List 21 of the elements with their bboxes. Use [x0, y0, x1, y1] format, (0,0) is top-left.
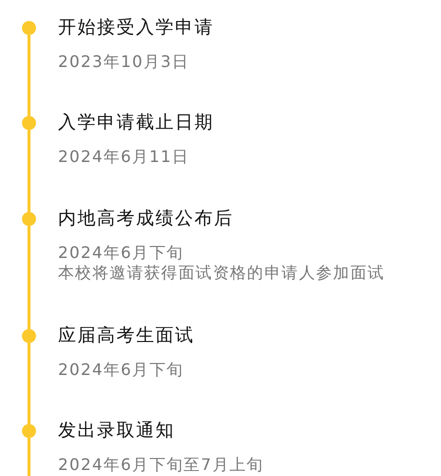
event-date: 2024年6月下旬至7月上旬	[58, 455, 264, 475]
timeline-dot	[22, 424, 36, 438]
event-date: 2024年6月下旬	[58, 360, 184, 380]
event-title: 发出录取通知	[58, 419, 175, 443]
event-title: 应届高考生面试	[58, 324, 194, 348]
event-title: 开始接受入学申请	[58, 16, 214, 40]
event-note: 本校将邀请获得面试资格的申请人参加面试	[58, 263, 385, 283]
event-date: 2023年10月3日	[58, 52, 190, 72]
timeline-dot	[22, 329, 36, 343]
timeline-line	[28, 343, 30, 424]
timeline-line	[28, 35, 30, 116]
timeline-line	[28, 438, 30, 476]
timeline-dot	[22, 116, 36, 130]
timeline-line	[28, 226, 30, 329]
event-title: 内地高考成绩公布后	[58, 207, 234, 231]
event-date: 2024年6月11日	[58, 147, 190, 167]
timeline-dot	[22, 21, 36, 35]
timeline-line	[28, 130, 30, 212]
timeline-dot	[22, 212, 36, 226]
event-date: 2024年6月下旬	[58, 243, 184, 263]
event-title: 入学申请截止日期	[58, 111, 214, 135]
